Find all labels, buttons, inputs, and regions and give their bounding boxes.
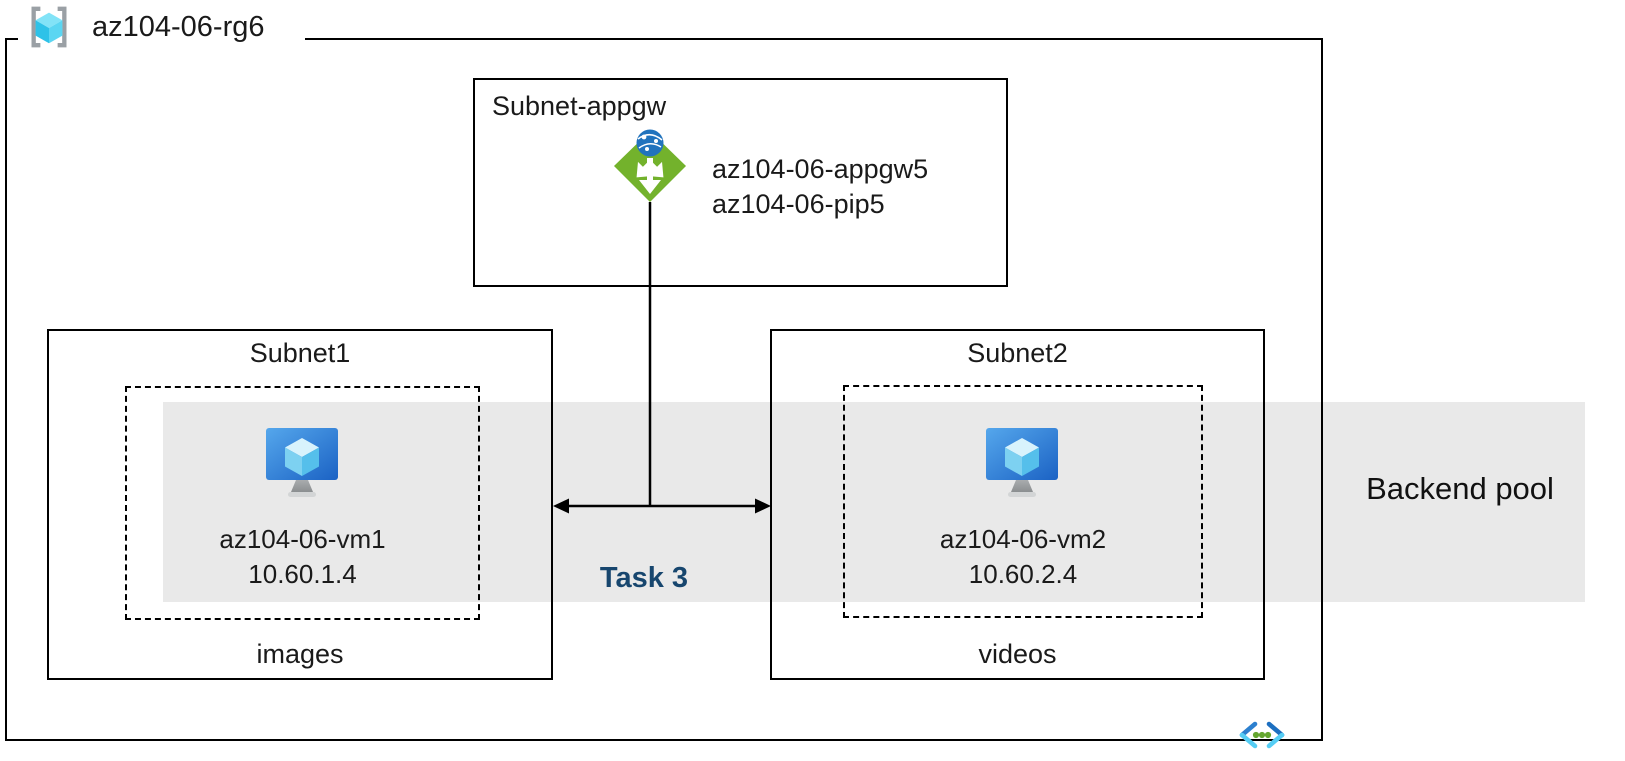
- vm1-labels: az104-06-vm1 10.60.1.4: [125, 522, 480, 592]
- vm1-name-label: az104-06-vm1: [219, 524, 386, 554]
- vm1-dashed-box: [125, 386, 480, 620]
- vm1-ip-label: 10.60.1.4: [248, 559, 357, 589]
- backend-pool-band: [163, 402, 1585, 602]
- subnet1-caption: images: [256, 639, 344, 669]
- subnet-appgw-title: Subnet-appgw: [492, 91, 667, 121]
- backend-pool-label: Backend pool: [1366, 471, 1554, 506]
- vm2-dashed-box: [843, 385, 1203, 618]
- virtual-network-icon: [1236, 720, 1288, 750]
- subnet2-caption: videos: [978, 639, 1057, 669]
- vm2-labels: az104-06-vm2 10.60.2.4: [843, 522, 1203, 592]
- subnet1-box: [47, 329, 553, 680]
- virtual-machine-icon: [264, 426, 340, 500]
- virtual-machine-icon: [984, 426, 1060, 500]
- subnet2-title: Subnet2: [967, 338, 1068, 368]
- task-label: Task 3: [599, 562, 689, 594]
- subnet2-box: [770, 329, 1265, 680]
- vm2-ip-label: 10.60.2.4: [968, 559, 1078, 589]
- application-gateway-icon: [612, 128, 688, 208]
- appgw-name-label: az104-06-appgw5: [712, 154, 929, 184]
- resource-group-box: [5, 38, 1323, 741]
- resource-group-border-gap: [18, 33, 305, 44]
- resource-group-label: az104-06-rg6: [92, 11, 265, 43]
- vm2-name-label: az104-06-vm2: [939, 524, 1107, 554]
- application-gateway-labels: az104-06-appgw5 az104-06-pip5: [712, 152, 1012, 222]
- appgw-pip-label: az104-06-pip5: [712, 189, 885, 219]
- subnet1-title: Subnet1: [249, 338, 351, 368]
- subnet-appgw-box: [473, 78, 1008, 287]
- resource-group-icon: [26, 4, 72, 50]
